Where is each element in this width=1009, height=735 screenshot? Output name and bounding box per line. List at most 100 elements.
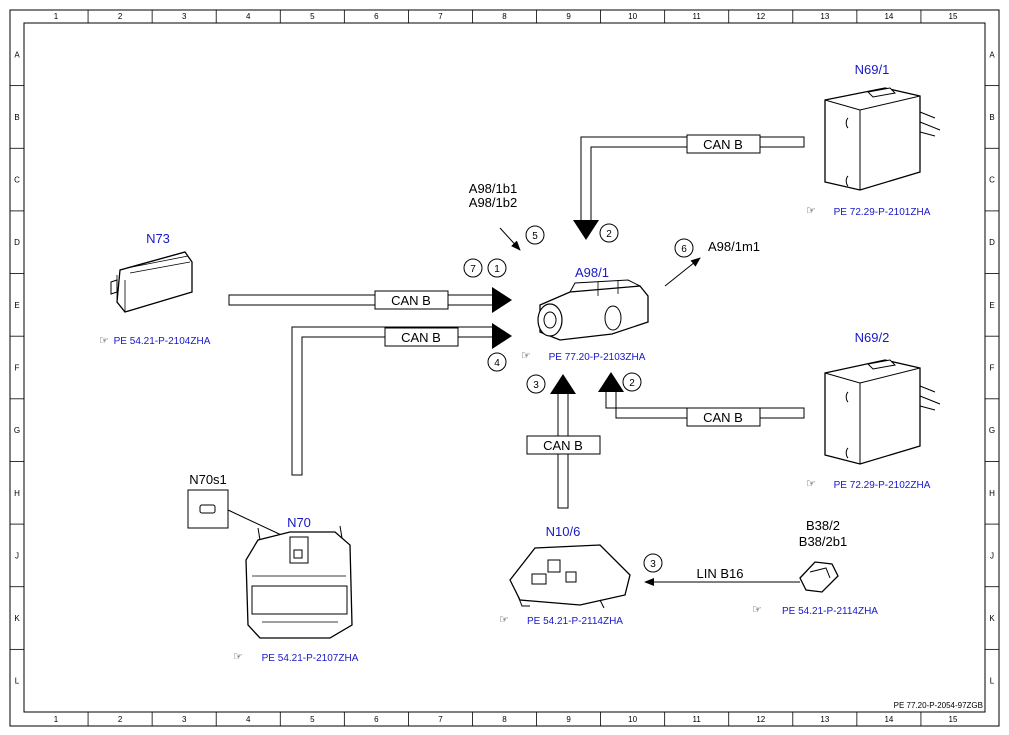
grid-row-label-left: J bbox=[15, 551, 19, 560]
signal-marker-7: 7 bbox=[463, 258, 483, 278]
grid-column-label-bottom: 1 bbox=[54, 715, 59, 724]
grid-column-label-bottom: 4 bbox=[246, 715, 251, 724]
grid-column-label-top: 12 bbox=[756, 12, 765, 21]
svg-text:7: 7 bbox=[470, 264, 476, 275]
svg-text:1: 1 bbox=[494, 264, 500, 275]
a98-1m1-label: A98/1m1 bbox=[708, 239, 760, 254]
grid-column-label-top: 2 bbox=[118, 12, 123, 21]
n69-2-module bbox=[824, 359, 941, 465]
signal-marker-3-lin: 3 bbox=[643, 553, 663, 573]
n69-1-label: N69/1 bbox=[855, 62, 890, 77]
pointing-hand-icon: ☞ bbox=[521, 350, 531, 362]
grid-row-label-left: L bbox=[15, 677, 20, 686]
n73-label: N73 bbox=[146, 231, 170, 246]
grid-row-label-right: K bbox=[989, 614, 995, 623]
grid-row-label-left: F bbox=[15, 364, 20, 373]
grid-row-label-left: D bbox=[14, 238, 20, 247]
grid-column-label-top: 13 bbox=[820, 12, 829, 21]
a98-1-label: A98/1 bbox=[575, 265, 609, 280]
signal-marker-3-can: 3 bbox=[526, 374, 546, 394]
grid-column-label-top: 5 bbox=[310, 12, 315, 21]
drawing-frame: 1122334455667788991010111112121313141415… bbox=[9, 9, 1000, 727]
can-b-label-n73: CAN B bbox=[391, 293, 431, 308]
grid-row-label-right: G bbox=[989, 426, 995, 435]
can-b-label-n70: CAN B bbox=[401, 330, 441, 345]
grid-column-label-bottom: 5 bbox=[310, 715, 315, 724]
grid-column-label-bottom: 8 bbox=[502, 715, 507, 724]
grid-row-label-left: E bbox=[14, 301, 19, 310]
grid-column-label-top: 4 bbox=[246, 12, 251, 21]
n69-1-module bbox=[824, 87, 941, 191]
b38-2-label: B38/2 bbox=[806, 518, 840, 533]
lin-b16-label: LIN B16 bbox=[697, 566, 744, 581]
svg-text:2: 2 bbox=[606, 229, 612, 240]
grid-row-label-right: L bbox=[990, 677, 995, 686]
b38-2-sensor bbox=[799, 561, 839, 593]
signal-marker-1: 1 bbox=[487, 258, 507, 278]
grid-column-label-bottom: 6 bbox=[374, 715, 379, 724]
grid-column-label-top: 14 bbox=[884, 12, 893, 21]
svg-text:4: 4 bbox=[494, 358, 500, 369]
grid-row-label-left: B bbox=[14, 113, 19, 122]
can-b-n69-1-line bbox=[573, 136, 805, 240]
grid-row-label-right: A bbox=[989, 50, 995, 59]
can-b-n73-line bbox=[228, 287, 512, 313]
grid-column-label-top: 9 bbox=[566, 12, 571, 21]
grid-row-label-right: F bbox=[990, 364, 995, 373]
svg-text:2: 2 bbox=[629, 378, 635, 389]
grid-column-label-bottom: 3 bbox=[182, 715, 187, 724]
grid-row-label-right: E bbox=[989, 301, 994, 310]
grid-column-label-bottom: 15 bbox=[949, 715, 958, 724]
grid-column-label-top: 3 bbox=[182, 12, 187, 21]
svg-text:3: 3 bbox=[650, 559, 656, 570]
a98-1b2-label: A98/1b2 bbox=[469, 195, 517, 210]
pointing-hand-icon: ☞ bbox=[752, 604, 762, 616]
a98-1-ref-link[interactable]: PE 77.20-P-2103ZHA bbox=[549, 352, 646, 363]
grid-row-label-left: G bbox=[14, 426, 20, 435]
grid-column-label-top: 6 bbox=[374, 12, 379, 21]
n69-2-ref-link[interactable]: PE 72.29-P-2102ZHA bbox=[834, 480, 931, 491]
grid-row-label-left: H bbox=[14, 489, 20, 498]
grid-column-label-bottom: 9 bbox=[566, 715, 571, 724]
svg-text:3: 3 bbox=[533, 380, 539, 391]
can-b-label-n10-6: CAN B bbox=[543, 438, 583, 453]
grid-column-label-bottom: 11 bbox=[693, 715, 702, 724]
grid-row-label-left: K bbox=[14, 614, 20, 623]
grid-row-label-left: A bbox=[14, 50, 20, 59]
grid-column-label-top: 15 bbox=[949, 12, 958, 21]
b38-2-ref-link[interactable]: PE 54.21-P-2114ZHA bbox=[782, 606, 878, 617]
pointing-hand-icon: ☞ bbox=[806, 478, 816, 490]
grid-column-label-top: 8 bbox=[502, 12, 507, 21]
grid-column-label-top: 1 bbox=[54, 12, 59, 21]
n73-ref-link[interactable]: PE 54.21-P-2104ZHA bbox=[114, 336, 211, 347]
pointing-hand-icon: ☞ bbox=[99, 335, 109, 347]
grid-column-label-bottom: 7 bbox=[438, 715, 443, 724]
a98-1b1-label: A98/1b1 bbox=[469, 181, 517, 196]
can-b-label-n69-1: CAN B bbox=[703, 137, 743, 152]
grid-column-label-bottom: 13 bbox=[820, 715, 829, 724]
n69-2-label: N69/2 bbox=[855, 330, 890, 345]
signal-marker-6: 6 bbox=[674, 238, 694, 258]
signal-marker-2-bottom: 2 bbox=[622, 372, 642, 392]
can-b-label-n69-2: CAN B bbox=[703, 410, 743, 425]
signal-marker-4: 4 bbox=[487, 352, 507, 372]
grid-row-label-left: C bbox=[14, 176, 20, 185]
n69-1-ref-link[interactable]: PE 72.29-P-2101ZHA bbox=[834, 207, 931, 218]
n70s1-label: N70s1 bbox=[189, 472, 227, 487]
grid-row-label-right: B bbox=[989, 113, 994, 122]
svg-text:5: 5 bbox=[532, 231, 538, 242]
signal-marker-2-top: 2 bbox=[599, 223, 619, 243]
signal-marker-5: 5 bbox=[525, 225, 545, 245]
svg-text:6: 6 bbox=[681, 244, 687, 255]
grid-column-label-top: 11 bbox=[693, 12, 702, 21]
n10-6-label: N10/6 bbox=[546, 524, 581, 539]
grid-column-label-bottom: 14 bbox=[884, 715, 893, 724]
pointing-hand-icon: ☞ bbox=[233, 651, 243, 663]
n10-6-ref-link[interactable]: PE 54.21-P-2114ZHA bbox=[527, 616, 623, 627]
n73-module bbox=[110, 251, 193, 313]
n70-ref-link[interactable]: PE 54.21-P-2107ZHA bbox=[262, 653, 359, 664]
grid-row-label-right: H bbox=[989, 489, 995, 498]
pointing-hand-icon: ☞ bbox=[499, 614, 509, 626]
grid-row-label-right: D bbox=[989, 238, 995, 247]
pointing-hand-icon: ☞ bbox=[806, 205, 816, 217]
